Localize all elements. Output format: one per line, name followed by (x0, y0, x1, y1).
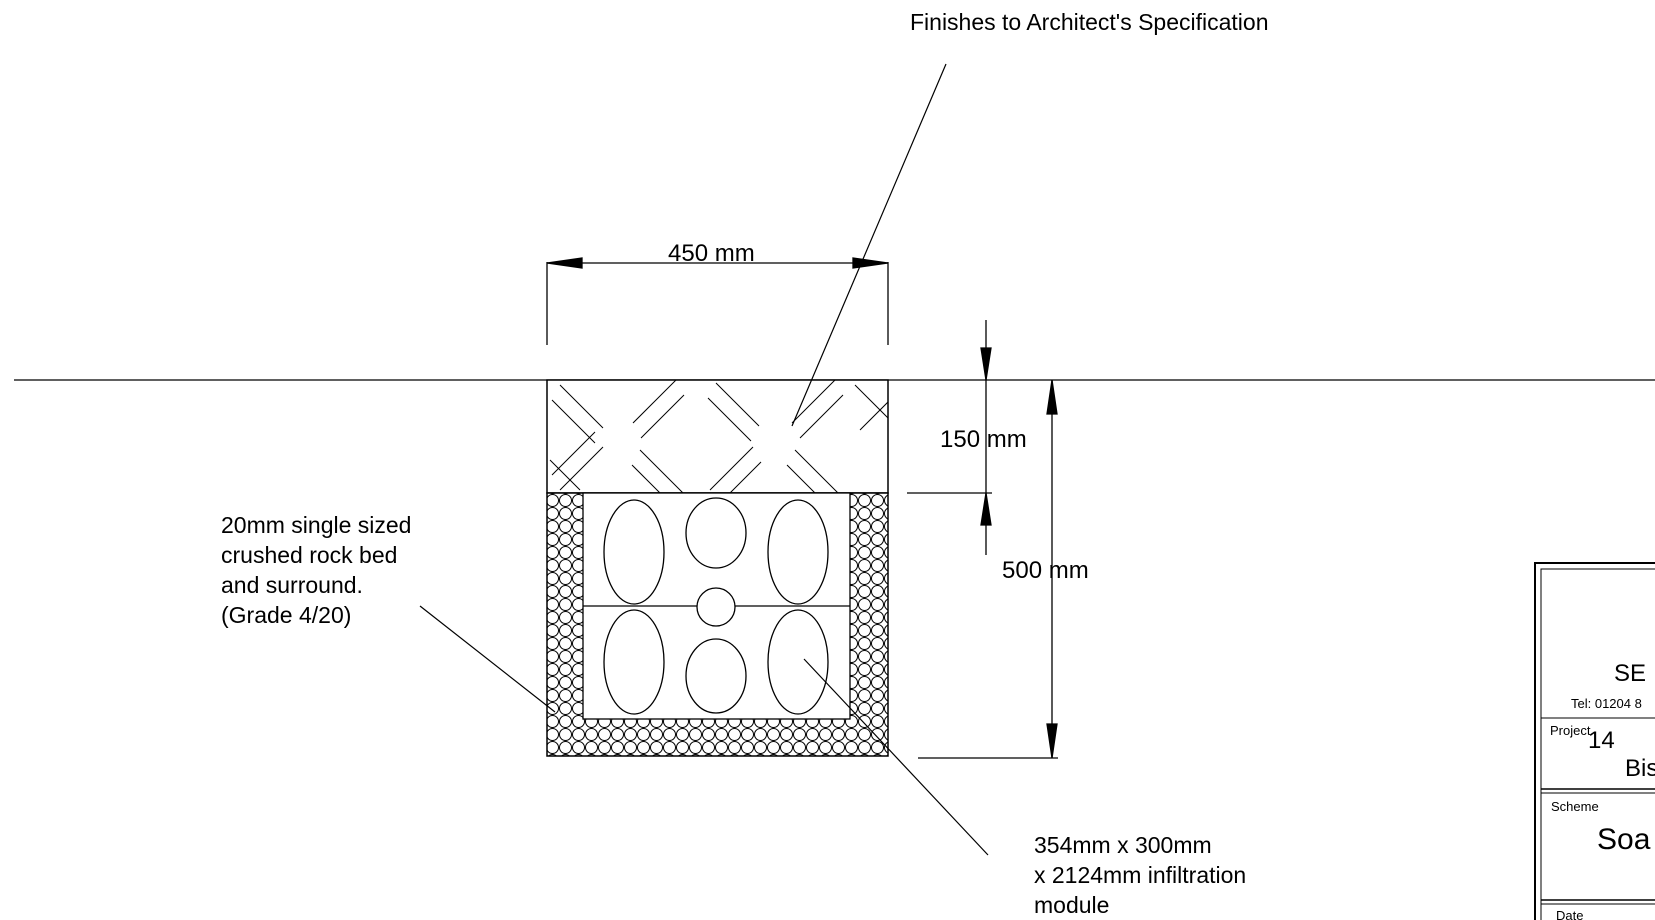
total-depth-label: 500 mm (1002, 557, 1089, 584)
finish-layer (546, 379, 889, 494)
title-block-scheme-label: Scheme (1551, 799, 1599, 814)
title-block-project-line-1: 14 (1588, 727, 1615, 754)
rock-bed-annotation-line-1: 20mm single sized (221, 512, 411, 538)
finishes-leader (791, 63, 947, 427)
rock-bed-annotation-line-3: and surround. (221, 572, 363, 598)
module-leader (803, 658, 989, 856)
title-block-project-line-2: Bis (1625, 755, 1655, 782)
rock-bed-annotation-line-4: (Grade 4/20) (221, 602, 351, 628)
title-block-scheme-value: Soa (1597, 823, 1651, 856)
rock-bed-annotation-line-2: crushed rock bed (221, 542, 397, 568)
module-annotation-line-1: 354mm x 300mm (1034, 832, 1212, 858)
finishes-annotation: Finishes to Architect's Specification (910, 9, 1269, 35)
total-depth-dimension (918, 379, 1058, 759)
infiltration-module (582, 492, 851, 720)
title-block (1534, 562, 1655, 920)
module-annotation-line-2: x 2124mm infiltration (1034, 862, 1246, 888)
topping-depth-dimension (907, 320, 992, 555)
module-annotation-line-3: module (1034, 892, 1109, 918)
topping-depth-label: 150 mm (940, 426, 1027, 453)
title-block-project-label: Project (1550, 723, 1591, 738)
title-block-telephone: Tel: 01204 8 (1571, 696, 1642, 711)
width-dimension (546, 257, 889, 345)
width-dimension-label: 450 mm (668, 240, 755, 267)
title-block-date-label: Date (1556, 908, 1583, 920)
rock-bed-leader (419, 605, 556, 713)
title-block-company: SE (1614, 660, 1646, 687)
